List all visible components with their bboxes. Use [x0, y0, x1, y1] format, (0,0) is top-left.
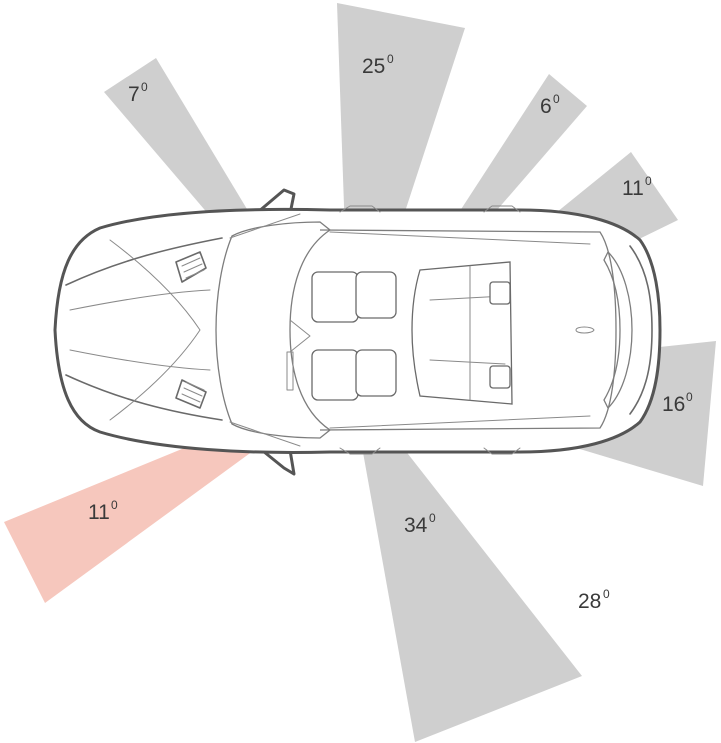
svg-text:6: 6 — [540, 95, 552, 118]
hood-vent-bottom — [175, 379, 207, 409]
label-11-right: 11 0 — [622, 174, 652, 200]
label-25: 25 0 — [362, 52, 394, 78]
label-16: 16 0 — [662, 390, 693, 416]
svg-text:0: 0 — [111, 498, 118, 512]
svg-text:11: 11 — [88, 501, 110, 524]
sector-28-34 — [350, 380, 582, 742]
label-7: 7 0 — [128, 80, 148, 106]
roof — [319, 229, 617, 431]
label-28: 28 0 — [578, 587, 610, 613]
label-34: 34 0 — [404, 511, 436, 537]
rear-bench — [411, 261, 513, 405]
svg-text:28: 28 — [578, 590, 601, 613]
rear-window — [603, 250, 633, 410]
svg-text:7: 7 — [128, 83, 140, 106]
sector-labels: 7 0 25 0 6 0 11 0 16 0 28 0 34 0 11 0 — [88, 52, 693, 613]
front-seat-right — [311, 349, 359, 401]
svg-text:25: 25 — [362, 55, 385, 78]
hood-vent-top — [175, 251, 207, 283]
car-body — [53, 207, 662, 454]
front-seat-left — [311, 271, 359, 323]
svg-text:0: 0 — [429, 511, 436, 525]
svg-text:0: 0 — [141, 80, 148, 94]
label-11-left: 11 0 — [88, 498, 118, 524]
label-6: 6 0 — [540, 92, 560, 118]
svg-text:34: 34 — [404, 514, 428, 537]
svg-text:16: 16 — [662, 393, 685, 416]
svg-text:0: 0 — [603, 587, 610, 601]
svg-text:11: 11 — [622, 177, 644, 200]
shark-fin-antenna — [575, 326, 595, 334]
car-top-view — [53, 188, 662, 476]
svg-text:0: 0 — [645, 174, 652, 188]
svg-text:0: 0 — [553, 92, 560, 106]
svg-text:0: 0 — [686, 390, 693, 404]
svg-text:0: 0 — [387, 52, 394, 66]
